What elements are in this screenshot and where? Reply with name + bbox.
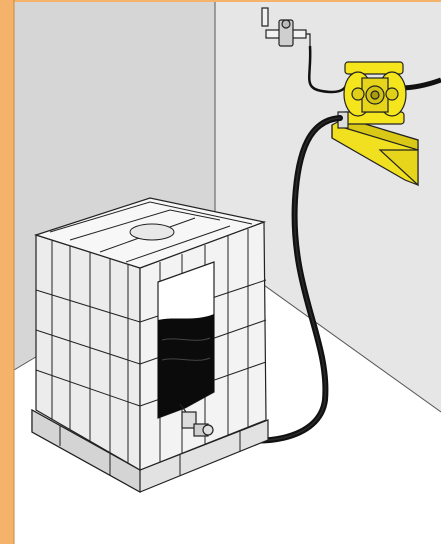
double-diaphragm-pump [338, 62, 406, 128]
frame-left-border [0, 0, 14, 544]
frame-top-border [0, 0, 441, 2]
ibc-tank [32, 198, 268, 492]
